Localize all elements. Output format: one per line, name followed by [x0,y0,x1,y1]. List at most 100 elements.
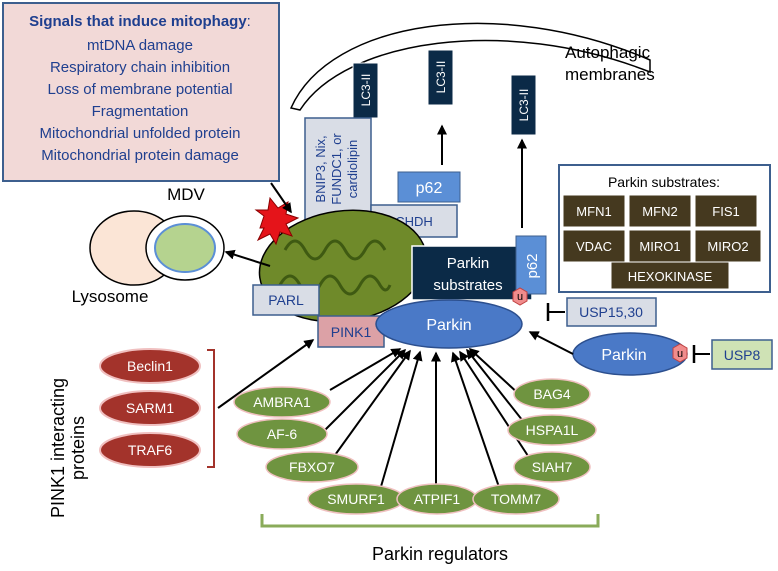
signal-item: Respiratory chain inhibition [50,59,230,76]
substrates-panel-title: Parkin substrates: [608,174,720,190]
regulator-pill: TOMM7 [472,483,560,515]
regulator-arrows [324,347,533,491]
substrate-item: VDAC [562,229,626,263]
svg-text:u: u [517,291,523,303]
lc3-tag: LC3-II [352,62,379,119]
interactor-pill: SARM1 [99,390,201,426]
svg-text:Signals that induce mitophagy:: Signals that induce mitophagy: [29,13,251,30]
signals-box: Signals that induce mitophagy: mtDNA dam… [2,2,280,182]
lc3-label: LC3-II [359,74,373,107]
substrate-item: MFN1 [562,194,626,228]
svg-text:TOMM7: TOMM7 [491,491,542,507]
ubiquitin-icon: u [672,343,688,363]
parkin-right: Parkin [572,332,688,376]
mdv [145,215,225,281]
lc3-tag: LC3-II [427,49,454,106]
svg-text:MIRO1: MIRO1 [639,239,680,254]
parkin-substrates-panel: Parkin substrates: MFN1 MFN2 FIS1 VDAC M… [558,164,771,293]
svg-text:FIS1: FIS1 [712,204,739,219]
parkin-substrates-label: substrates [433,277,502,294]
receptor-line: BNIP3, Nix, [313,135,328,202]
usp15-30-box: USP15,30 [566,297,657,327]
svg-text:MFN1: MFN1 [576,204,611,219]
arrow [270,182,292,214]
arrow [224,249,271,267]
signals-title: Signals that induce mitophagy [29,13,247,30]
usp8-label: USP8 [724,347,761,363]
substrate-item: MFN2 [628,194,692,228]
regulator-pill: AF-6 [236,418,328,450]
p62-box: p62 [397,171,461,203]
regulator-pill: SMURF1 [307,483,405,515]
svg-text:Beclin1: Beclin1 [127,358,173,374]
pink1-interacting-label: proteins [68,416,88,480]
regulators-label: Parkin regulators [372,544,508,564]
p62-label: p62 [416,180,443,197]
mdv-label: MDV [167,185,205,204]
damage-star-icon [254,196,300,246]
svg-text:VDAC: VDAC [576,239,612,254]
receptor-line: FUNDC1, or [329,133,344,205]
regulator-pill: AMBRA1 [233,386,331,418]
regulator-pill: BAG4 [513,378,591,410]
signal-item: Mitochondrial unfolded protein [40,125,241,142]
parkin-label: Parkin [601,347,646,364]
signal-item: mtDNA damage [87,37,193,54]
substrate-item: FIS1 [694,194,758,228]
regulators-bracket [260,514,600,528]
signal-item: Loss of membrane potential [47,81,232,98]
svg-text:AF-6: AF-6 [267,426,298,442]
parkin-main: Parkin [375,299,523,349]
signal-item: Mitochondrial protein damage [41,147,239,164]
interactor-pill: Beclin1 [99,348,201,384]
parkin-substrates-label: Parkin [447,255,490,272]
svg-text:AMBRA1: AMBRA1 [253,394,311,410]
svg-text:SIAH7: SIAH7 [532,459,573,475]
svg-text:HSPA1L: HSPA1L [526,422,579,438]
parl-box: PARL [252,284,320,316]
pink1-box: PINK1 [317,315,385,348]
parl-label: PARL [268,292,304,308]
svg-text:TRAF6: TRAF6 [128,442,173,458]
pink1-interacting-label: PINK1 interacting [48,378,68,518]
pink1-label: PINK1 [331,324,372,340]
p62-label: p62 [524,253,541,278]
svg-text:SARM1: SARM1 [126,400,174,416]
svg-text:u: u [677,348,683,360]
interactor-pill: TRAF6 [99,432,201,468]
lc3-label: LC3-II [434,61,448,94]
svg-text:FBXO7: FBXO7 [289,459,335,475]
usp8-box: USP8 [711,339,773,370]
interactor-bracket [207,349,215,468]
substrate-item: HEXOKINASE [610,261,730,290]
p62-vertical-box: p62 [515,235,547,295]
lc3-label: LC3-II [517,89,531,122]
regulator-pill: ATPIF1 [396,483,478,515]
regulator-pill: HSPA1L [507,414,597,446]
svg-text:HEXOKINASE: HEXOKINASE [628,269,713,284]
signal-item: Fragmentation [92,103,189,120]
svg-text:SMURF1: SMURF1 [327,491,385,507]
lc3-tag: LC3-II [510,74,537,136]
autophagic-membrane [289,22,651,111]
autophagic-label: membranes [565,65,655,84]
lysosome-label: Lysosome [72,287,149,306]
regulator-pill: SIAH7 [513,451,591,483]
parkin-label: Parkin [426,317,471,334]
svg-text:BAG4: BAG4 [533,386,571,402]
svg-text:ATPIF1: ATPIF1 [414,491,461,507]
regulator-pill: FBXO7 [265,451,359,483]
parkin-substrates-box: Parkin substrates [411,245,533,301]
usp15-30-label: USP15,30 [579,304,643,320]
ubiquitin-icon: u [512,287,528,306]
arrow [217,339,315,409]
mitophagy-receptors-box: BNIP3, Nix, FUNDC1, or cardiolipin [304,117,372,221]
substrate-item: MIRO2 [694,229,762,263]
svg-text:MFN2: MFN2 [642,204,677,219]
receptor-line: cardiolipin [345,140,360,199]
autophagic-label: Autophagic [565,43,651,62]
substrate-item: MIRO1 [628,229,692,263]
svg-text:MIRO2: MIRO2 [707,239,748,254]
arrow [528,331,574,355]
